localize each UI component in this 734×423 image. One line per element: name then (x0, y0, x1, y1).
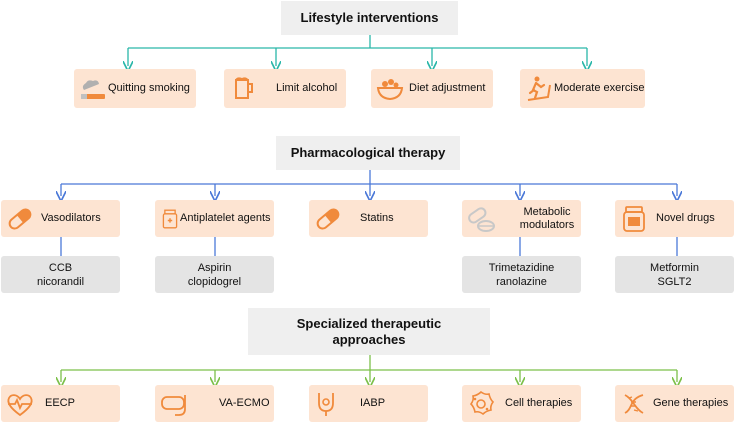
pharma-item-label: Vasodilators (41, 212, 101, 224)
tablets-icon (468, 206, 495, 232)
food-bowl-icon (376, 78, 404, 100)
cigarette-icon (81, 79, 105, 99)
pill-bottle-icon (162, 209, 178, 228)
lifestyle-item-label: Quitting smoking (108, 82, 190, 94)
pharma-examples-vasodilators: CCB nicorandil (1, 256, 120, 293)
specialized-item-iabp: IABP (309, 385, 428, 422)
lifestyle-item-label: Limit alcohol (276, 82, 338, 94)
specialized-connectors (61, 355, 677, 382)
lifestyle-header: Lifestyle interventions (281, 1, 458, 35)
specialized-item-label: VA-ECMO (219, 397, 270, 409)
treadmill-runner-icon (527, 76, 551, 101)
lifestyle-item-smoking: Quitting smoking (74, 69, 196, 108)
pharma-item-antiplatelet: Antiplatelet agents (155, 200, 274, 237)
specialized-item-label: Gene therapies (653, 397, 729, 409)
specialized-item-vaecmo: VA-ECMO (155, 385, 274, 422)
lifestyle-item-alcohol: Limit alcohol (224, 69, 346, 108)
dna-icon (624, 393, 644, 414)
lifestyle-connectors (128, 35, 587, 66)
specialized-item-cell: Cell therapies (462, 385, 581, 422)
lifestyle-item-label: Diet adjustment (409, 82, 486, 94)
beer-mug-icon (235, 76, 253, 99)
pharma-connectors (61, 170, 677, 256)
lifestyle-item-label: Moderate exercise (554, 82, 645, 94)
pharma-examples-metabolic: Trimetazidine ranolazine (462, 256, 581, 293)
pharma-examples-novel: Metformin SGLT2 (615, 256, 734, 293)
lifestyle-title: Lifestyle interventions (300, 10, 439, 25)
specialized-item-gene: Gene therapies (615, 385, 734, 422)
specialized-item-eecp: EECP (1, 385, 120, 422)
medicine-jar-icon (623, 205, 645, 232)
mask-icon (161, 394, 186, 416)
capsule-icon (8, 208, 32, 229)
pharma-item-label: Antiplatelet agents (180, 212, 271, 224)
pharma-item-label: Statins (360, 212, 394, 224)
capsule-icon (316, 208, 340, 229)
specialized-item-label: Cell therapies (505, 397, 573, 409)
pharma-examples-antiplatelet: Aspirin clopidogrel (155, 256, 274, 293)
pharma-item-statins: Statins (309, 200, 428, 237)
balloon-pump-icon (318, 392, 334, 416)
pharma-title: Pharmacological therapy (290, 145, 446, 160)
specialized-item-label: IABP (360, 397, 386, 409)
pharma-header: Pharmacological therapy (276, 136, 460, 170)
pharma-item-metabolic: Metabolic modulators (462, 200, 581, 237)
pharma-item-label: Novel drugs (656, 212, 715, 224)
pharma-item-novel: Novel drugs (615, 200, 734, 237)
cell-icon (469, 390, 495, 415)
lifestyle-item-exercise: Moderate exercise (520, 69, 645, 108)
lifestyle-item-diet: Diet adjustment (371, 69, 493, 108)
pharma-item-label: Metabolic modulators (519, 205, 575, 231)
specialized-item-label: EECP (45, 397, 75, 409)
heartbeat-icon (7, 393, 33, 416)
specialized-header: Specialized therapeutic approaches (248, 308, 490, 355)
specialized-title: Specialized therapeutic approaches (296, 315, 442, 347)
pharma-item-vasodilators: Vasodilators (1, 200, 120, 237)
